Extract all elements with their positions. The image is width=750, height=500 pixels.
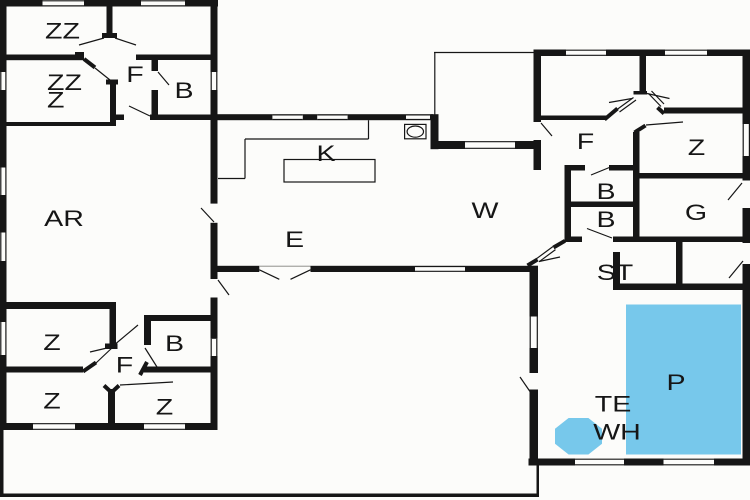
svg-text:B: B	[596, 208, 615, 232]
svg-text:Z: Z	[43, 331, 60, 355]
svg-text:G: G	[685, 201, 707, 225]
svg-text:TE: TE	[595, 393, 632, 417]
svg-text:Z: Z	[688, 136, 705, 160]
svg-text:WH: WH	[593, 421, 641, 445]
svg-text:Z: Z	[156, 396, 173, 420]
svg-text:F: F	[126, 63, 143, 87]
svg-text:B: B	[165, 332, 184, 356]
svg-text:K: K	[316, 142, 335, 166]
svg-text:Z: Z	[43, 390, 60, 414]
svg-text:P: P	[666, 371, 685, 395]
svg-text:ZZ: ZZ	[45, 20, 80, 44]
svg-text:Z: Z	[47, 89, 64, 113]
svg-text:F: F	[116, 354, 133, 378]
svg-text:ZZ: ZZ	[47, 71, 82, 95]
svg-text:W: W	[472, 199, 499, 223]
svg-text:AR: AR	[44, 207, 84, 231]
svg-text:B: B	[174, 79, 193, 103]
svg-text:B: B	[596, 180, 615, 204]
svg-text:ST: ST	[597, 261, 634, 285]
svg-text:F: F	[577, 130, 594, 154]
svg-text:E: E	[285, 228, 304, 252]
